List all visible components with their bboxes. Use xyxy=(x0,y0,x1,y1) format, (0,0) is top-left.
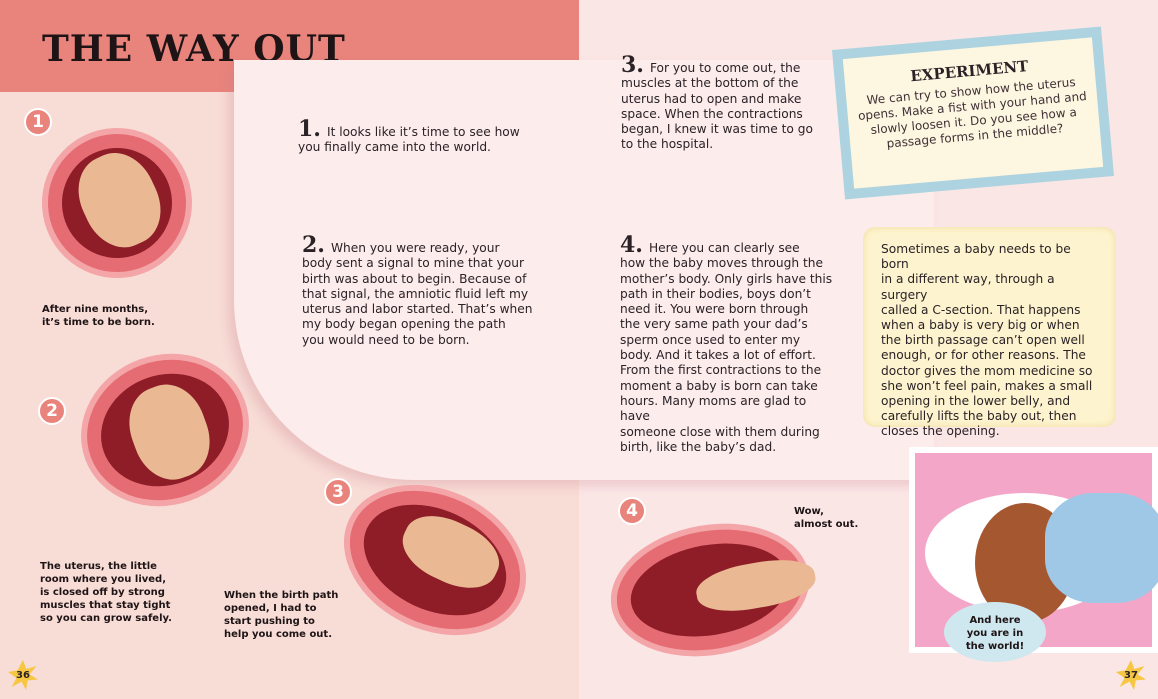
caption-5-bubble: And here you are in the world! xyxy=(944,602,1046,662)
badge-2: 2 xyxy=(38,397,66,425)
text-panel xyxy=(234,60,934,480)
uterus-illustration-1 xyxy=(17,103,217,303)
caption-3: When the birth path opened, I had to sta… xyxy=(224,590,339,640)
step-1: 1.It looks like it’s time to see how you… xyxy=(298,116,520,155)
caption-4: Wow, almost out. xyxy=(794,506,859,530)
step-2: 2.When you were ready, your body sent a … xyxy=(302,232,533,347)
page-number-left: 36 xyxy=(8,660,38,690)
badge-1: 1 xyxy=(24,108,52,136)
badge-3: 3 xyxy=(324,478,352,506)
caption-1: After nine months, it’s time to be born. xyxy=(42,304,155,328)
step-3: 3.For you to come out, the muscles at th… xyxy=(621,52,813,152)
step-4: 4.Here you can clearly see how the baby … xyxy=(620,232,833,454)
c-section-note: Sometimes a baby needs to be born in a d… xyxy=(863,227,1116,438)
uterus-illustration-2 xyxy=(59,330,271,530)
uterus-illustration-3 xyxy=(319,456,551,664)
badge-4: 4 xyxy=(618,497,646,525)
caption-2: The uterus, the little room where you li… xyxy=(40,561,172,624)
experiment-box: EXPERIMENT We can try to show how the ut… xyxy=(831,26,1115,200)
